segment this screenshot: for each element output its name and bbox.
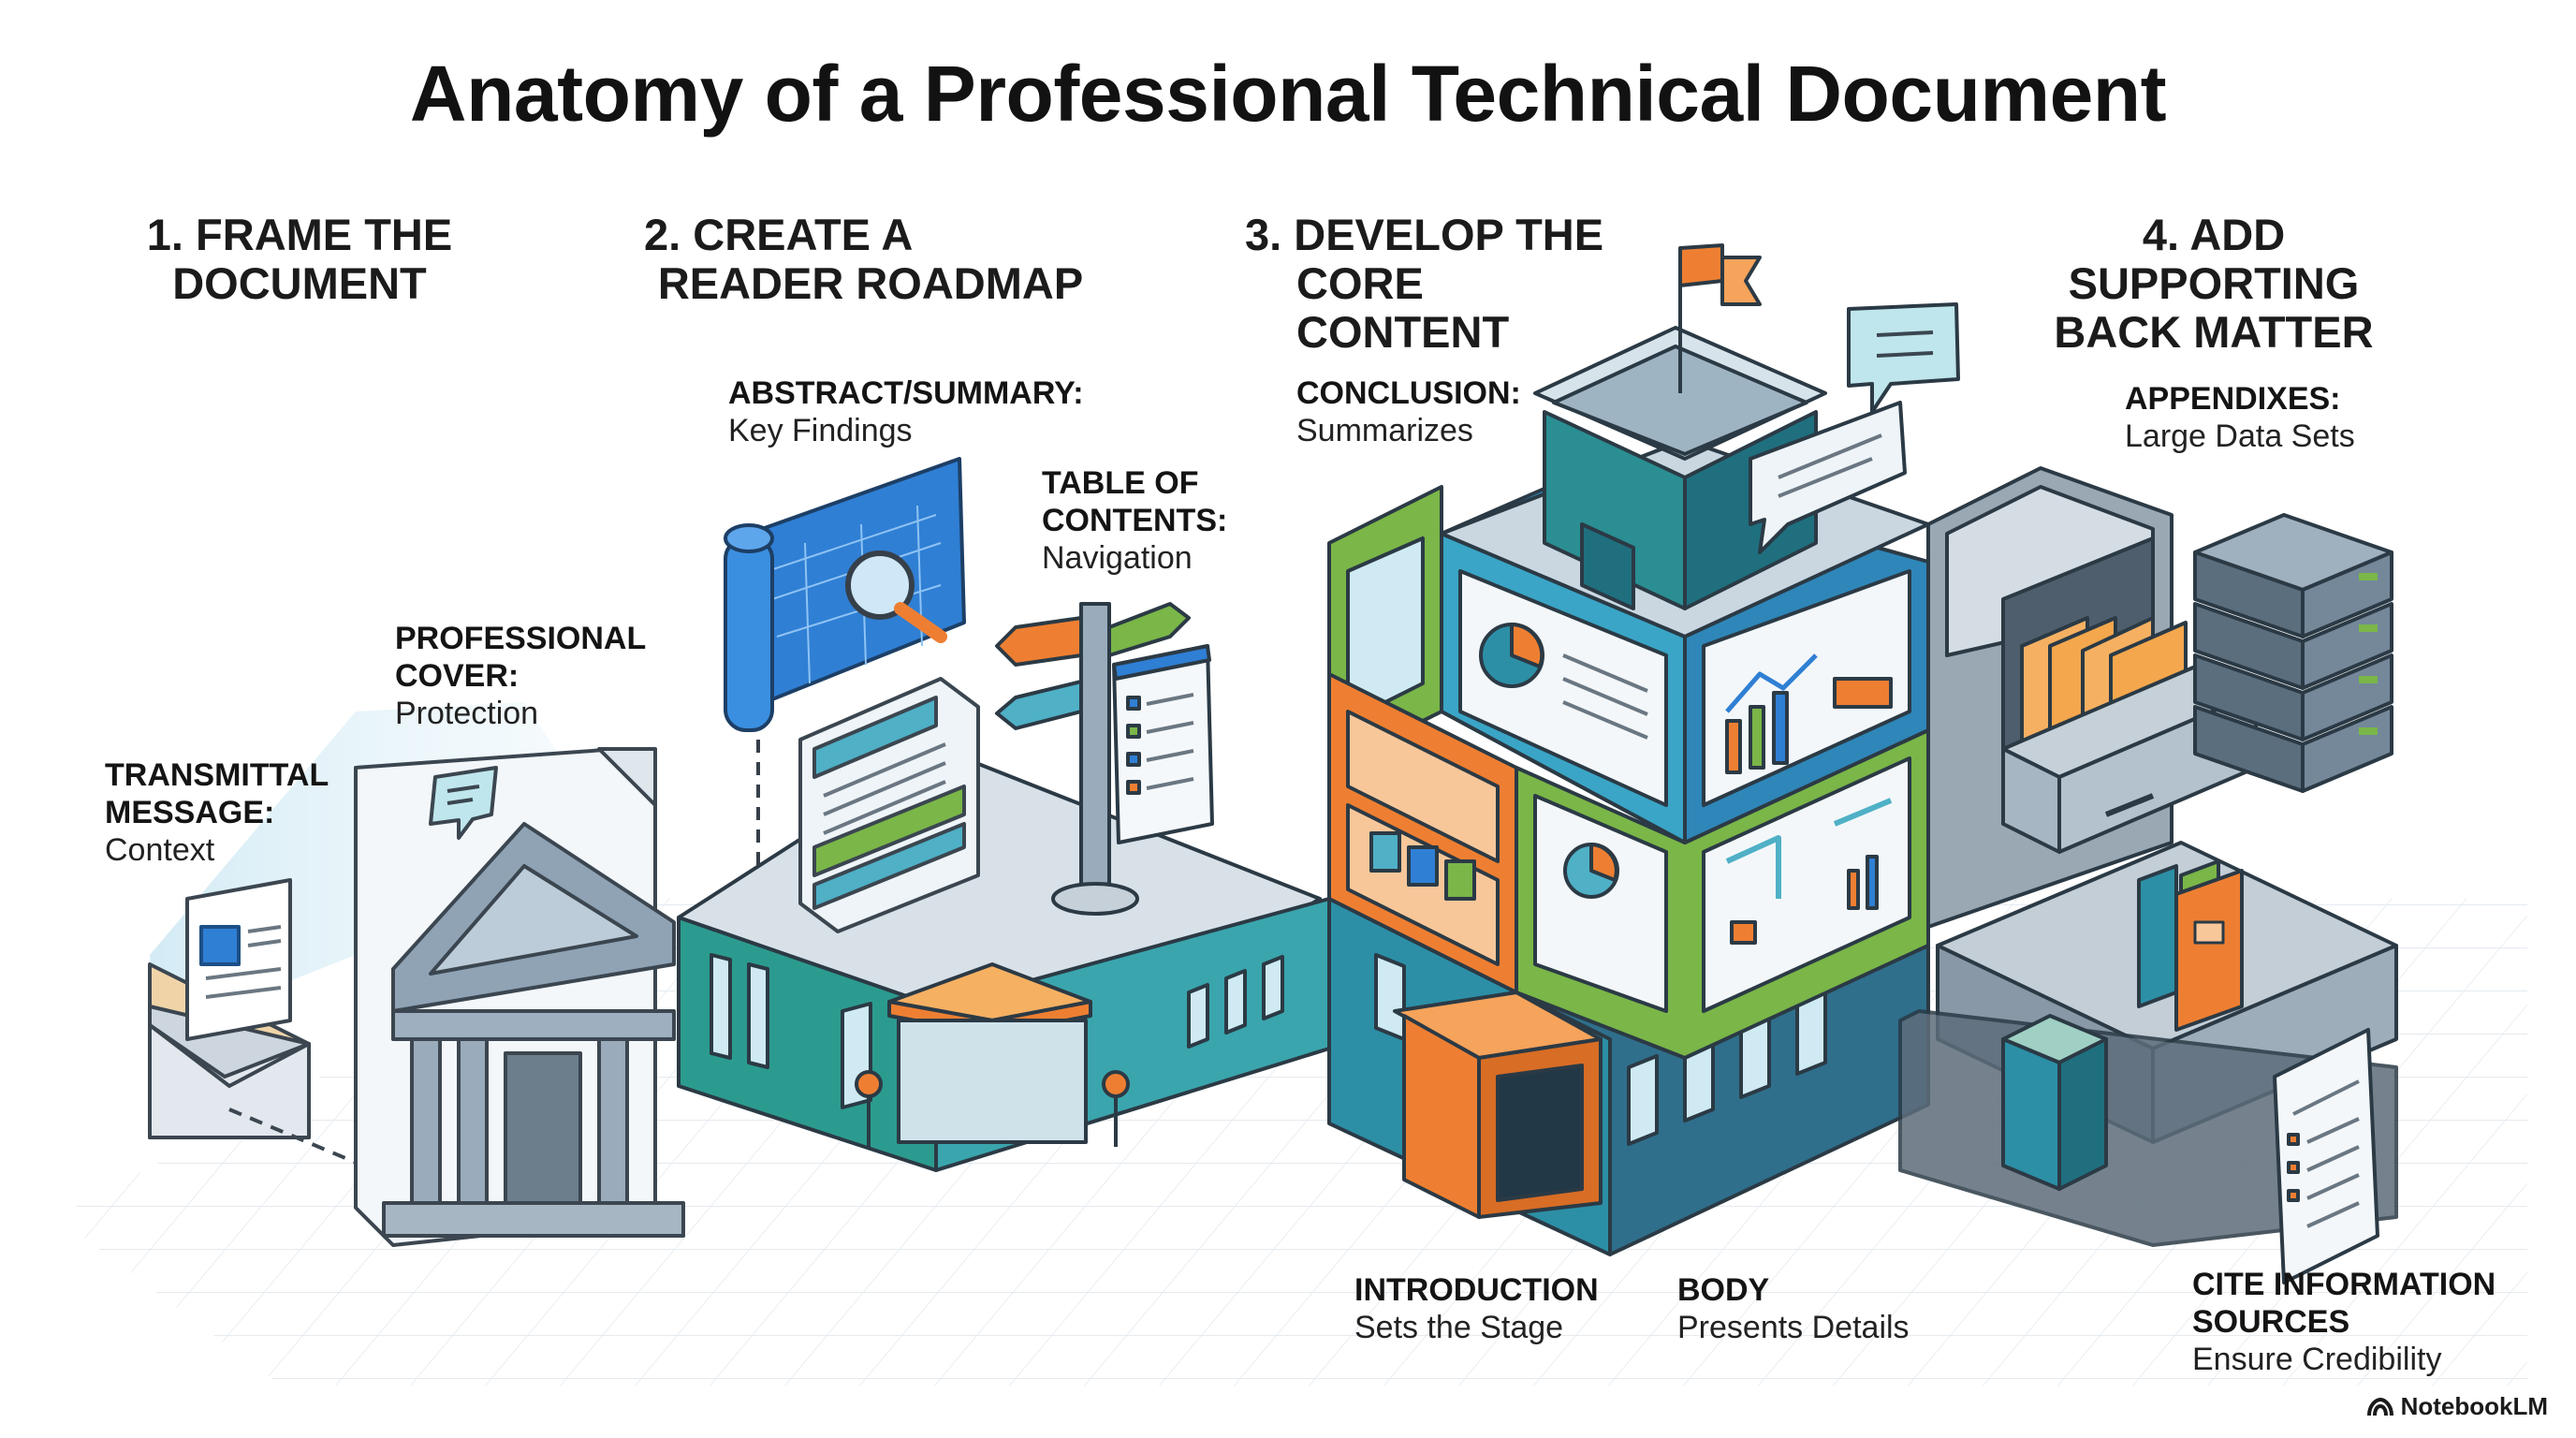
label-appendixes: APPENDIXES: Large Data Sets xyxy=(2125,381,2355,454)
label-introduction: INTRODUCTION Sets the Stage xyxy=(1354,1272,1599,1345)
label-body: BODY Presents Details xyxy=(1677,1272,1910,1345)
label-cite-information-sources: CITE INFORMATION SOURCES Ensure Credibil… xyxy=(2192,1267,2496,1377)
notebooklm-logo-icon xyxy=(2366,1397,2393,1416)
back-matter-cabinets xyxy=(1898,466,2398,1284)
summary-document-stack xyxy=(798,677,980,933)
notebooklm-brand: NotebookLM xyxy=(2366,1392,2548,1421)
label-abstract-summary: ABSTRACT/SUMMARY: Key Findings xyxy=(728,375,1084,448)
server-rack-icon xyxy=(2193,513,2393,793)
label-conclusion: CONCLUSION: Summarizes xyxy=(1296,375,1521,448)
core-content-tower xyxy=(1327,243,1960,1256)
label-transmittal-message: TRANSMITTAL MESSAGE: Context xyxy=(105,757,329,868)
book-icon xyxy=(2137,859,2244,1032)
label-professional-cover: PROFESSIONAL COVER: Protection xyxy=(395,621,647,731)
page-title: Anatomy of a Professional Technical Docu… xyxy=(409,50,2167,138)
label-table-of-contents: TABLE OF CONTENTS: Navigation xyxy=(1042,465,1228,576)
brand-label: NotebookLM xyxy=(2400,1392,2548,1420)
blueprint-scroll-icon xyxy=(724,457,966,871)
professional-cover-building-icon xyxy=(354,747,685,1247)
signpost-icon xyxy=(995,602,1214,916)
